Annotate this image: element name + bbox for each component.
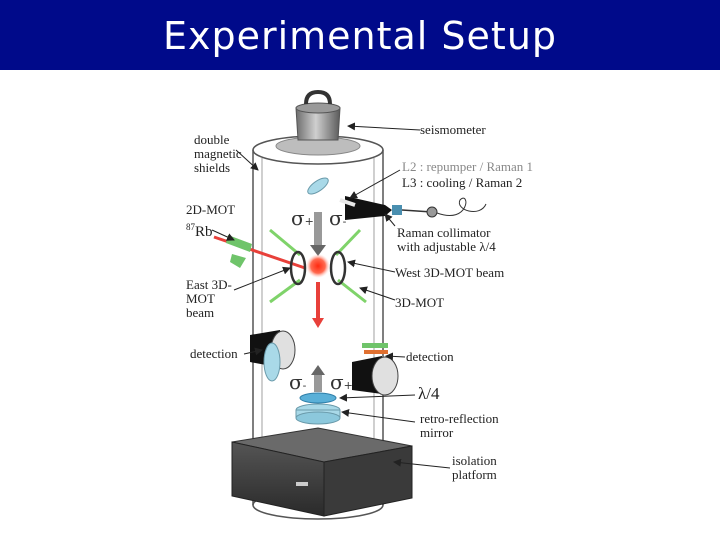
label-retro-reflection-mirror: retro-reflection mirror: [420, 411, 499, 440]
label-detection-right: detection: [406, 349, 454, 364]
label-west-3d-mot-beam: West 3D-MOT beam: [395, 265, 505, 280]
sigma-top-right: σ-: [329, 206, 347, 230]
label-2d-mot: 2D-MOT 87Rb: [186, 202, 236, 240]
label-detection-left: detection: [190, 346, 238, 361]
isolation-platform-device: [231, 427, 413, 517]
label-east-3d-mot-beam: East 3D- MOT beam: [186, 277, 232, 320]
label-lambda-quarter: λ/4: [418, 384, 440, 403]
label-raman-collimator: Raman collimator with adjustable λ/4: [397, 225, 496, 254]
pointer-arrows: [211, 122, 451, 469]
vertical-beam: [310, 212, 326, 328]
sigma-top-left: σ+: [291, 206, 314, 230]
slide-header: Experimental Setup: [0, 0, 720, 70]
sigma-bottom-left: σ-: [289, 370, 307, 394]
sigma-bottom-right: σ+: [330, 370, 353, 394]
label-3d-mot: 3D-MOT: [395, 295, 445, 310]
label-double-magnetic-shields: double magnetic shields: [194, 132, 242, 175]
mot3d-region: [269, 228, 367, 304]
label-seismometer: seismometer: [420, 122, 486, 137]
raman-collimator: [307, 177, 487, 220]
bottom-optics: [295, 365, 341, 425]
label-l3: L3 : cooling / Raman 2: [402, 175, 523, 190]
detection-right-unit: [352, 343, 399, 396]
slide-title: Experimental Setup: [162, 14, 558, 58]
label-isolation-platform: isolation platform: [452, 453, 497, 482]
seismometer-device: [275, 89, 361, 156]
label-l2: L2 : repumper / Raman 1: [402, 159, 534, 174]
detection-left-unit: [250, 330, 296, 382]
